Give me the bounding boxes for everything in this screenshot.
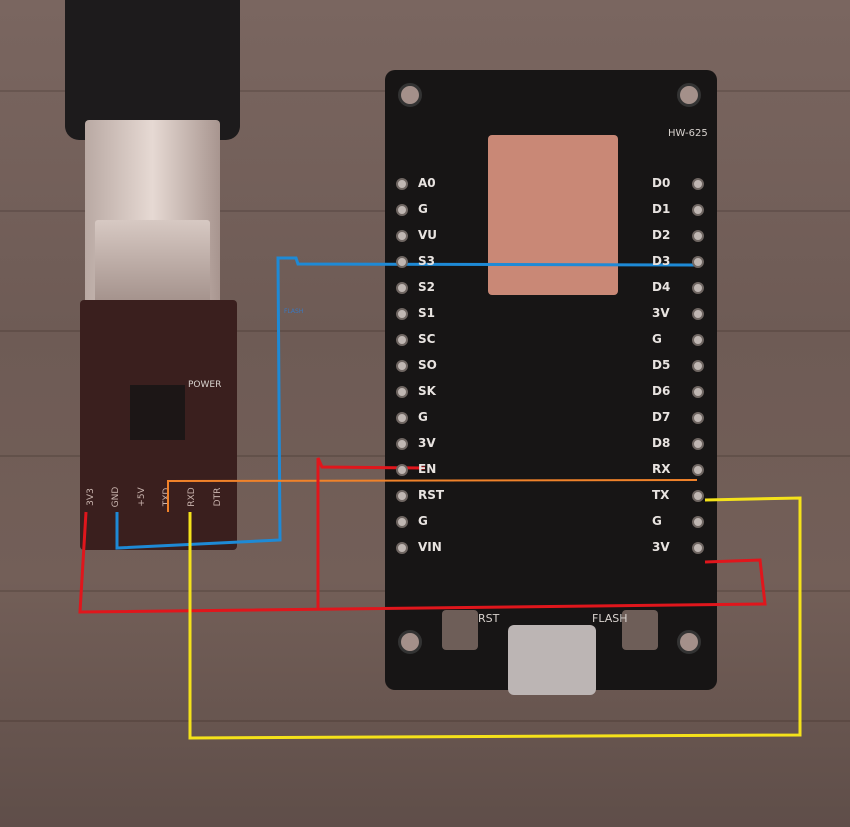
pin-label: S2 — [418, 280, 435, 294]
flash-button-label: FLASH — [592, 612, 628, 625]
header-pin — [692, 516, 704, 528]
header-pin — [396, 256, 408, 268]
header-pin — [396, 412, 408, 424]
header-pin — [396, 178, 408, 190]
adapter-chip — [130, 385, 185, 440]
annotation-note: FLASH — [284, 308, 304, 315]
pin-label: D2 — [652, 228, 671, 242]
pin-label: D6 — [652, 384, 671, 398]
pin-label: D4 — [652, 280, 671, 294]
pin-label: G — [652, 332, 662, 346]
wire-yellow — [188, 496, 802, 740]
pin-label: VIN — [418, 540, 442, 554]
header-pin — [692, 438, 704, 450]
pin-label: RST — [418, 488, 445, 502]
header-pin — [396, 360, 408, 372]
header-pin — [692, 308, 704, 320]
pin-label: VU — [418, 228, 438, 242]
header-pin — [396, 230, 408, 242]
pin-label: RX — [652, 462, 671, 476]
wire-red-en — [316, 457, 426, 610]
header-pin — [692, 490, 704, 502]
header-pin — [692, 178, 704, 190]
pin-label: 3V — [652, 540, 670, 554]
header-pin — [692, 360, 704, 372]
pin-label: S1 — [418, 306, 435, 320]
rst-button[interactable] — [442, 610, 478, 650]
micro-usb-port — [508, 625, 596, 695]
pin-label: TX — [652, 488, 670, 502]
pin-label: SO — [418, 358, 437, 372]
mount-hole — [398, 630, 422, 654]
mount-hole — [398, 83, 422, 107]
header-pin — [692, 282, 704, 294]
board-model: HW-625 — [668, 128, 708, 139]
pin-label: G — [652, 514, 662, 528]
pin-label: A0 — [418, 176, 436, 190]
esp8266-module — [488, 135, 618, 295]
pin-label: SK — [418, 384, 436, 398]
pin-label: D0 — [652, 176, 671, 190]
header-pin — [396, 438, 408, 450]
pin-label: 3V — [418, 436, 436, 450]
header-pin — [692, 334, 704, 346]
header-pin — [396, 490, 408, 502]
mount-hole — [677, 83, 701, 107]
pin-label: G — [418, 514, 428, 528]
pin-label: D1 — [652, 202, 671, 216]
pin-label: G — [418, 410, 428, 424]
header-pin — [692, 412, 704, 424]
header-pin — [396, 282, 408, 294]
pin-label: D3 — [652, 254, 671, 268]
pin-label: 3V — [652, 306, 670, 320]
wire-blue — [115, 256, 698, 550]
pin-label: G — [418, 202, 428, 216]
wire-orange — [167, 479, 698, 512]
power-label: POWER — [188, 380, 222, 390]
pin-label: EN — [418, 462, 437, 476]
pin-label: SC — [418, 332, 436, 346]
pin-label: S3 — [418, 254, 435, 268]
flash-button[interactable] — [622, 610, 658, 650]
pin-label: D7 — [652, 410, 671, 424]
header-pin — [396, 334, 408, 346]
header-pin — [692, 204, 704, 216]
pin-label: D5 — [652, 358, 671, 372]
header-pin — [396, 204, 408, 216]
pin-label: D8 — [652, 436, 671, 450]
header-pin — [396, 386, 408, 398]
wire-red — [78, 511, 767, 614]
header-pin — [396, 464, 408, 476]
rst-button-label: RST — [478, 612, 500, 625]
header-pin — [692, 230, 704, 242]
header-pin — [396, 308, 408, 320]
header-pin — [692, 256, 704, 268]
header-pin — [396, 542, 408, 554]
usb-cable — [65, 0, 240, 140]
header-pin — [692, 386, 704, 398]
mount-hole — [677, 630, 701, 654]
header-pin — [692, 542, 704, 554]
header-pin — [692, 464, 704, 476]
header-pin — [396, 516, 408, 528]
